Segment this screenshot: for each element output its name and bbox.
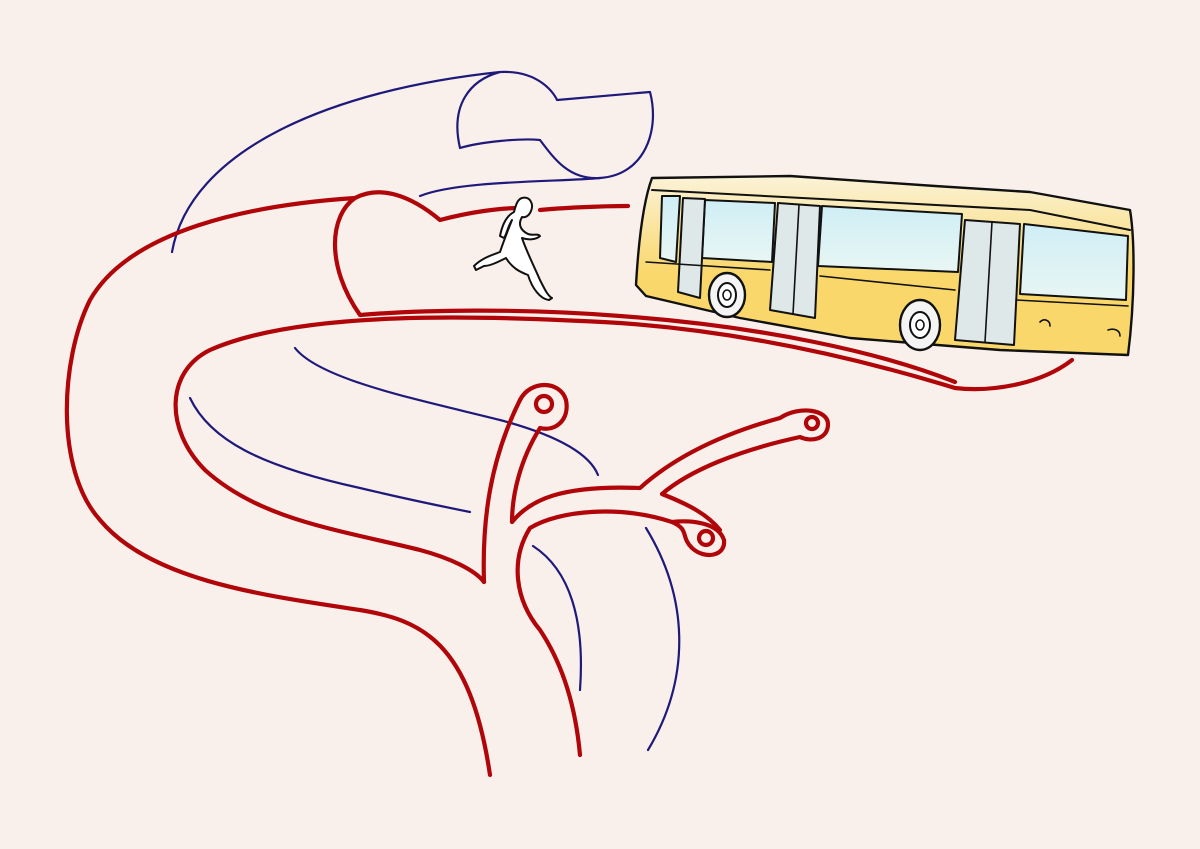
bus-window-middle [701, 199, 776, 263]
artery-lower-arch [173, 315, 1075, 585]
bus-door-rear-split [984, 221, 993, 343]
blue-vein-illustration [170, 70, 681, 752]
artery-trunk-right [515, 509, 675, 758]
bus-window-rear [817, 205, 963, 273]
artery-branch-knob-left [509, 383, 831, 533]
vein-descending-left [531, 544, 582, 692]
bus-door-middle-split [792, 204, 800, 315]
vein-superior-return [418, 176, 602, 198]
city-bus-icon [634, 174, 1135, 357]
runner-silhouette [473, 196, 553, 301]
bus-lower-trim [645, 261, 1129, 307]
artery-branch-knob-right [669, 519, 727, 558]
vein-curve-lower [188, 396, 472, 514]
artery-ring-left [533, 393, 555, 415]
red-artery-illustration [64, 190, 1075, 778]
artery-inner-lobe [332, 195, 958, 385]
bus-window-front-left [659, 195, 681, 263]
artery-top-link [537, 203, 631, 213]
bus-headlight [1039, 319, 1121, 337]
vein-curve-upper [293, 346, 600, 477]
bus-roof-line [651, 189, 1131, 231]
bus-windshield [1019, 223, 1129, 301]
bus-wheel-front [707, 271, 747, 319]
bus-wheel-rear [898, 298, 942, 352]
artery-ring-right-bottom [696, 528, 716, 548]
vein-superior-loop [170, 70, 654, 254]
bus-door-rear [954, 219, 1021, 346]
bus-door-middle [769, 202, 821, 319]
artery-ring-right-top [803, 414, 821, 432]
bus-door-front [677, 197, 706, 299]
vein-descending-right [644, 526, 681, 752]
artery-trunk-left [481, 397, 523, 585]
running-person-icon [473, 196, 553, 301]
artery-outer-arch [64, 190, 523, 778]
